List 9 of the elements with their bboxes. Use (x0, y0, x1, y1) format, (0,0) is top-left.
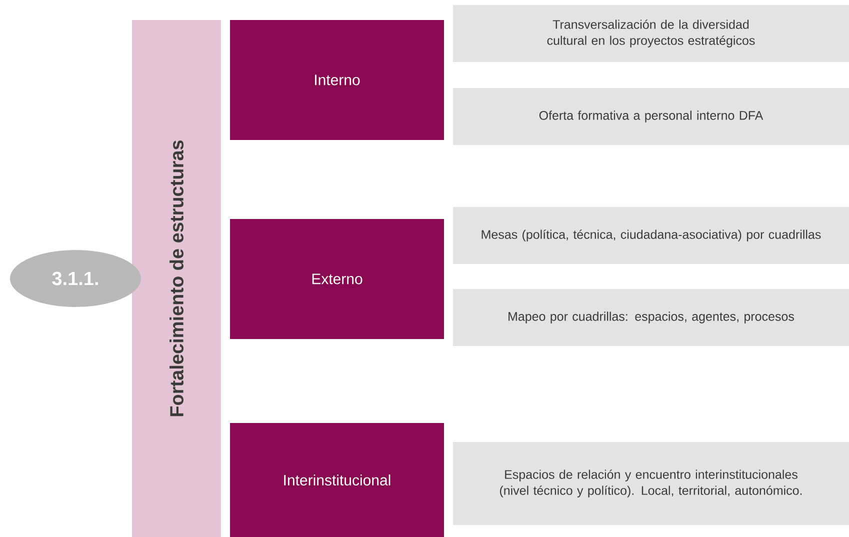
category-box: Interinstitucional (230, 423, 444, 537)
item-box: Transversalización de la diversidad cultural en los proyectos estratégicos (453, 5, 849, 62)
item-box: Mesas (política, técnica, ciudadana-asociativa) por cuadrillas (453, 207, 849, 264)
item-box: Oferta formativa a personal interno DFA (453, 88, 849, 145)
category-box: Externo (230, 219, 444, 339)
item-box: Mapeo por cuadrillas: espacios, agentes, procesos (453, 289, 849, 346)
vertical-band: Fortalecimiento de estructuras (132, 20, 221, 537)
item-box: Espacios de relación y encuentro interinstitucionales (nivel técnico y político). Local, territorial, autonómico. (453, 442, 849, 525)
category-box: Interno (230, 20, 444, 140)
